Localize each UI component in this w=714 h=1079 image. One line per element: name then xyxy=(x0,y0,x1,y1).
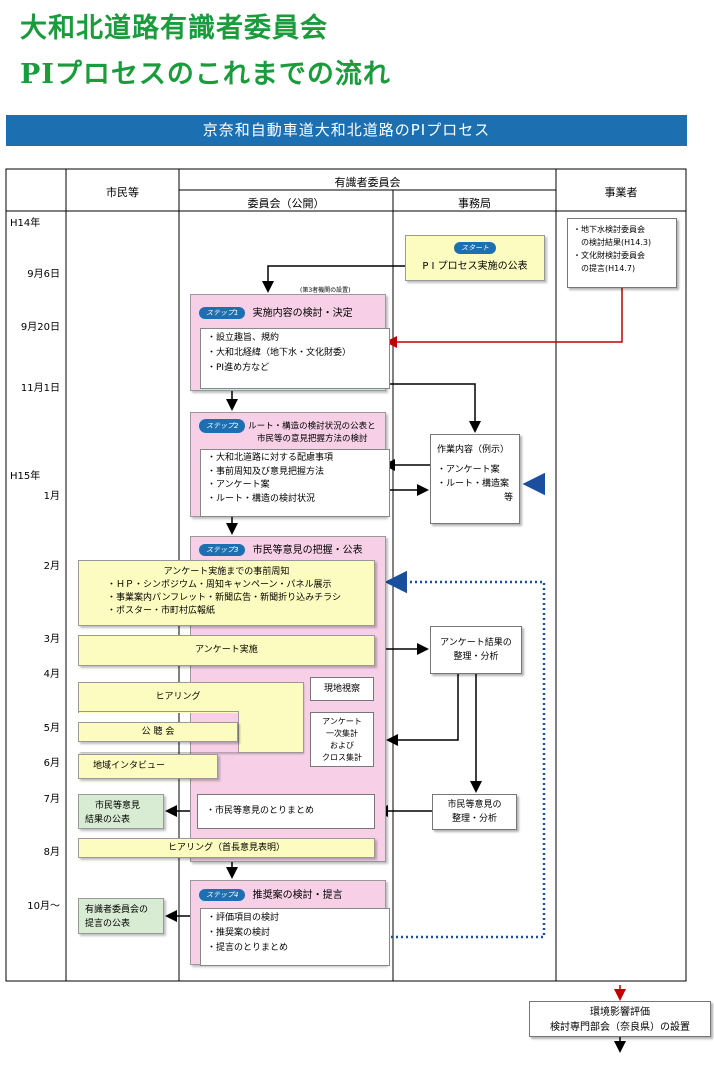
step4-item: ・提言のとりまとめ xyxy=(207,943,289,953)
site-visit-box: 現地視察 xyxy=(310,677,374,701)
date-jun: 6月 xyxy=(43,758,60,769)
operator-line: ・文化財検討委員会 xyxy=(573,251,645,260)
header-committee-group: 有識者委員会 xyxy=(334,176,401,189)
date-jan: 1月 xyxy=(43,491,60,502)
work-item: ・アンケート案 xyxy=(437,465,500,475)
step2-items: ・大和北道路に対する配慮事項 ・事前周知及び意見把握方法 ・アンケート案 ・ルー… xyxy=(200,449,390,517)
work-content-box: 作業内容（例示） ・アンケート案 ・ルート・構造案 等 xyxy=(430,434,520,524)
advance-notice-item: ・事業案内パンフレット・新聞広告・新聞折り込みチラシ xyxy=(107,593,342,603)
work-content-title: 作業内容（例示） xyxy=(437,445,510,455)
date-nov1: 11月1日 xyxy=(20,383,60,394)
proposal-publish-box: 有識者委員会の 提言の公表 xyxy=(78,898,164,934)
hearing-box: ヒアリング xyxy=(78,682,304,753)
step1-box: ステップ1 実施内容の検討・決定 ・設立趣旨、規約 ・大和北経緯（地下水・文化財… xyxy=(190,294,390,391)
survey-tally-line: 一次集計 xyxy=(326,729,358,738)
page-title-line2: PIプロセスのこれまでの流れ xyxy=(20,59,391,90)
step4-box: ステップ4 推奨案の検討・提言 ・評価項目の検討 ・推奨案の検討 ・提言のとりま… xyxy=(190,880,390,966)
work-tail: 等 xyxy=(503,493,513,503)
date-aug: 8月 xyxy=(43,847,60,858)
step2-item: ・大和北道路に対する配慮事項 xyxy=(207,453,334,463)
interview-box: 地域インタビュー xyxy=(78,754,218,779)
start-pill: スタート xyxy=(454,242,496,254)
date-h15: H15年 xyxy=(10,471,41,482)
step1-item: ・PI進め方など xyxy=(207,363,270,373)
start-box: スタート P I プロセス実施の公表 xyxy=(405,235,545,281)
step2-title-line1: ルート・構造の検討状況の公表と xyxy=(248,421,376,432)
step1-pill: ステップ1 xyxy=(199,307,246,319)
step2-box: ステップ2 ルート・構造の検討状況の公表と 市民等の意見把握方法の検討 ・大和北… xyxy=(190,412,390,517)
step1-items: ・設立趣旨、規約 ・大和北経緯（地下水・文化財委） ・PI進め方など xyxy=(200,328,390,389)
operator-line: ・地下水検討委員会 xyxy=(573,225,645,234)
step4-item: ・推奨案の検討 xyxy=(207,928,271,938)
opinion-publish-box: 市民等意見 結果の公表 xyxy=(78,794,164,829)
opinion-publish-line: 市民等意見 xyxy=(95,801,141,811)
step1-item: ・設立趣旨、規約 xyxy=(207,333,280,343)
survey-analysis-line: アンケート結果の xyxy=(440,638,512,648)
step4-pill: ステップ4 xyxy=(199,889,246,901)
date-sep6: 9月6日 xyxy=(27,269,60,280)
opinion-analysis-box: 市民等意見の 整理・分析 xyxy=(432,794,517,830)
step4-items: ・評価項目の検討 ・推奨案の検討 ・提言のとりまとめ xyxy=(200,908,390,966)
hearing-label: ヒアリング xyxy=(155,692,201,702)
start-label: P I プロセス実施の公表 xyxy=(422,261,528,272)
env-line: 検討専門部会（奈良県）の設置 xyxy=(550,1022,690,1033)
step2-item: ・アンケート案 xyxy=(207,480,270,490)
process-banner: 京奈和自動車道大和北道路のPIプロセス xyxy=(6,115,687,146)
step4-title: 推奨案の検討・提言 xyxy=(252,890,343,901)
step2-pill: ステップ2 xyxy=(199,419,246,433)
survey-tally-line: および xyxy=(330,741,354,750)
work-item: ・ルート・構造案 xyxy=(437,479,510,489)
survey-tally-line: クロス集計 xyxy=(322,753,362,762)
survey-analysis-box: アンケート結果の 整理・分析 xyxy=(430,626,522,674)
advance-notice-title: アンケート実施までの事前周知 xyxy=(163,567,290,577)
public-hearing-box: 公 聴 会 xyxy=(78,722,238,742)
hearing-heads-box: ヒアリング（首長意見表明） xyxy=(78,838,375,858)
opinion-summary-box: ・市民等意見のとりまとめ xyxy=(197,794,375,829)
header-secretariat: 事務局 xyxy=(458,197,491,210)
header-operator: 事業者 xyxy=(604,186,638,199)
step4-item: ・評価項目の検討 xyxy=(207,913,280,923)
operator-line: の検討結果(H14.3) xyxy=(573,238,652,247)
advance-notice-box: アンケート実施までの事前周知 ・ＨＰ・シンポジウム・周知キャンペーン・パネル展示… xyxy=(78,560,375,626)
date-oct: 10月～ xyxy=(27,901,60,912)
page-title-line1: 大和北道路有識者委員会 xyxy=(20,13,328,44)
date-jul: 7月 xyxy=(43,794,60,805)
proposal-publish-line: 有識者委員会の xyxy=(85,905,149,915)
survey-analysis-line: 整理・分析 xyxy=(453,652,499,662)
env-line: 環境影響評価 xyxy=(590,1007,650,1018)
opinion-analysis-line: 市民等意見の xyxy=(447,800,502,810)
advance-notice-item: ・ＨＰ・シンポジウム・周知キャンペーン・パネル展示 xyxy=(107,580,332,590)
survey-tally-line: アンケート xyxy=(322,717,362,726)
date-sep20: 9月20日 xyxy=(20,322,60,333)
step3-pill: ステップ3 xyxy=(199,544,246,556)
header-citizens: 市民等 xyxy=(106,186,139,199)
header-committee-public: 委員会（公開） xyxy=(247,197,325,210)
env-assessment-box: 環境影響評価 検討専門部会（奈良県）の設置 xyxy=(529,1001,711,1037)
operator-box: ・地下水検討委員会 の検討結果(H14.3) ・文化財検討委員会 の提言(H14… xyxy=(567,218,677,288)
step1-title: 実施内容の検討・決定 xyxy=(252,308,353,319)
date-may: 5月 xyxy=(43,723,60,734)
opinion-analysis-line: 整理・分析 xyxy=(451,814,497,824)
date-mar: 3月 xyxy=(43,634,60,645)
proposal-publish-line: 提言の公表 xyxy=(85,919,131,929)
operator-line: の提言(H14.7) xyxy=(573,264,636,273)
step2-item: ・ルート・構造の検討状況 xyxy=(207,493,316,504)
date-h14: H14年 xyxy=(10,218,41,229)
step2-title-line2: 市民等の意見把握方法の検討 xyxy=(257,434,368,444)
opinion-publish-line: 結果の公表 xyxy=(85,815,131,825)
step1-item: ・大和北経緯（地下水・文化財委） xyxy=(207,348,352,358)
step2-item: ・事前周知及び意見把握方法 xyxy=(207,466,325,477)
survey-tally-box: アンケート 一次集計 および クロス集計 xyxy=(310,712,374,767)
date-apr: 4月 xyxy=(43,669,60,680)
third-party-note: (第3者機関の設置) xyxy=(300,287,351,294)
step3-title: 市民等意見の把握・公表 xyxy=(252,545,363,556)
date-feb: 2月 xyxy=(43,561,60,572)
survey-impl-box: アンケート実施 xyxy=(78,635,375,666)
advance-notice-item: ・ポスター・市町村広報紙 xyxy=(107,606,216,616)
